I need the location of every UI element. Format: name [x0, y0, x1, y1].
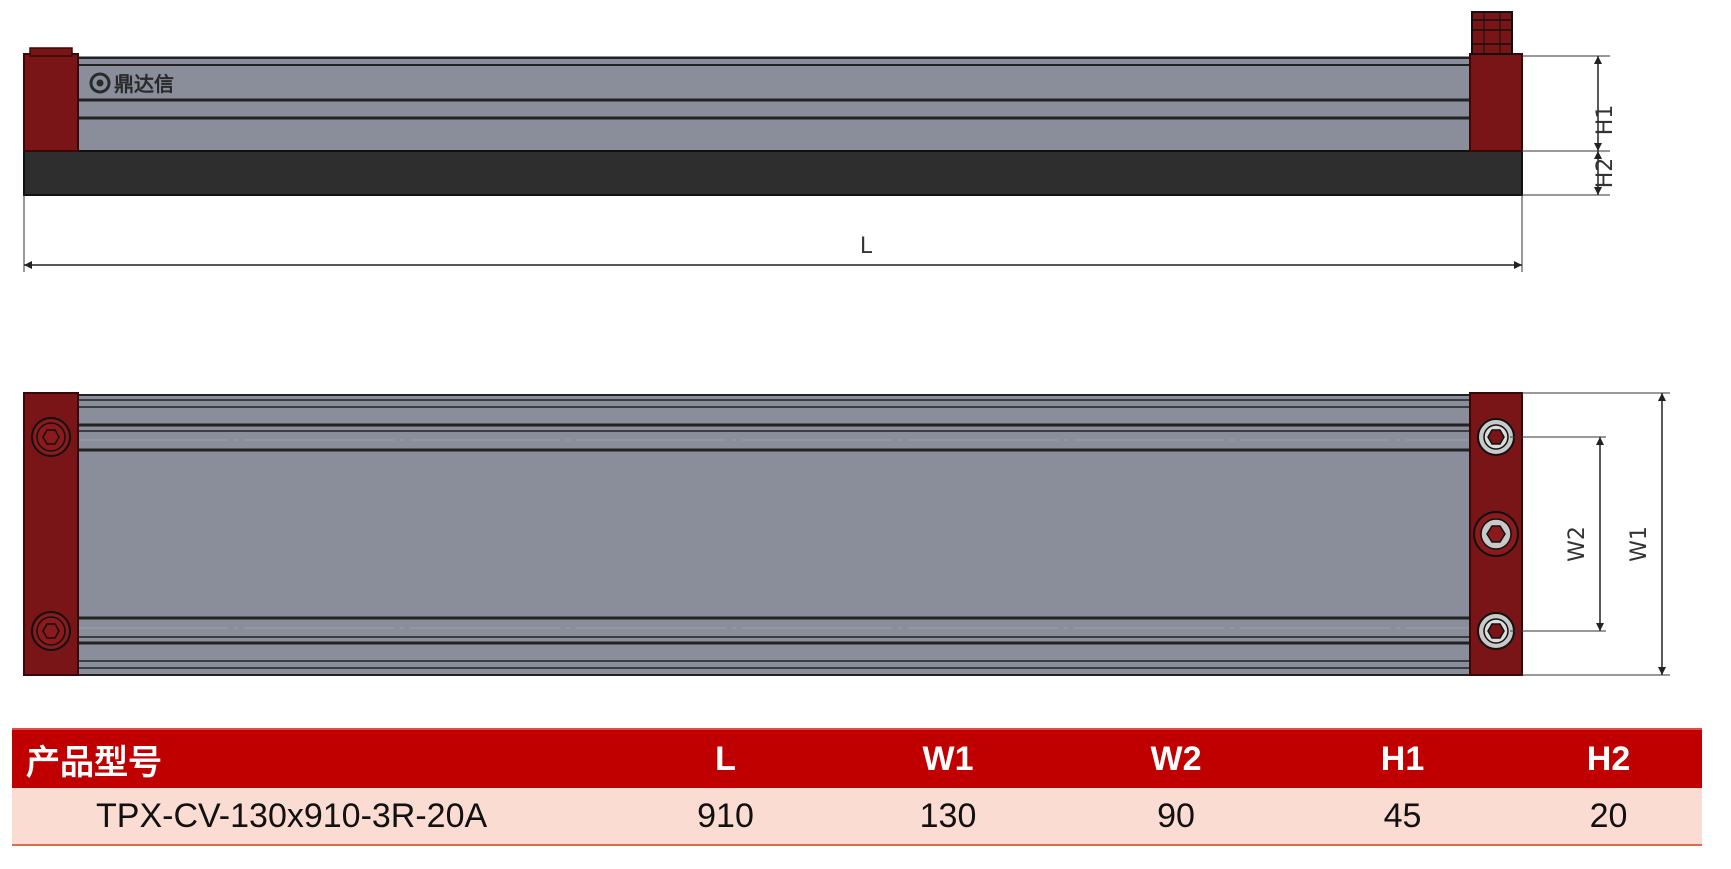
cell-h1: 45 — [1290, 788, 1515, 846]
table-row: TPX-CV-130x910-3R-20A 910 130 90 45 20 — [12, 788, 1702, 846]
brand-logo-icon — [89, 72, 111, 94]
top-view-body — [77, 394, 1475, 676]
top-view: W2 W1 — [23, 392, 1670, 676]
dim-label-w2: W2 — [1565, 526, 1590, 562]
cell-l: 910 — [617, 788, 834, 846]
side-view: 鼎达信 H1 H2 L — [23, 11, 1618, 272]
cell-h2: 20 — [1515, 788, 1702, 846]
header-h1: H1 — [1290, 728, 1515, 788]
header-w1: W1 — [834, 728, 1062, 788]
hex-screw-icon — [1473, 511, 1519, 557]
spec-table: 产品型号 L W1 W2 H1 H2 TPX-CV-130x910-3R-20A… — [12, 728, 1702, 846]
cell-model: TPX-CV-130x910-3R-20A — [12, 788, 617, 846]
side-view-body — [78, 56, 1474, 151]
air-connector-icon — [1471, 11, 1513, 55]
header-w2: W2 — [1062, 728, 1290, 788]
dim-label-h2: H2 — [1593, 158, 1618, 189]
header-l: L — [617, 728, 834, 788]
cell-w2: 90 — [1062, 788, 1290, 846]
cell-w1: 130 — [834, 788, 1062, 846]
side-view-base — [23, 150, 1523, 196]
brand-name: 鼎达信 — [114, 72, 174, 96]
dim-label-l: L — [860, 234, 873, 259]
hex-screw-icon — [31, 417, 71, 457]
dim-label-w1: W1 — [1627, 526, 1652, 562]
hex-screw-icon — [1477, 418, 1515, 456]
dim-label-h1: H1 — [1593, 105, 1618, 136]
right-end-cap — [1469, 53, 1523, 152]
header-h2: H2 — [1515, 728, 1702, 788]
spec-table-header-row: 产品型号 L W1 W2 H1 H2 — [12, 728, 1702, 788]
header-model: 产品型号 — [12, 728, 617, 788]
left-end-cap — [23, 53, 79, 152]
hex-screw-icon — [31, 611, 71, 651]
hex-screw-icon — [1477, 612, 1515, 650]
